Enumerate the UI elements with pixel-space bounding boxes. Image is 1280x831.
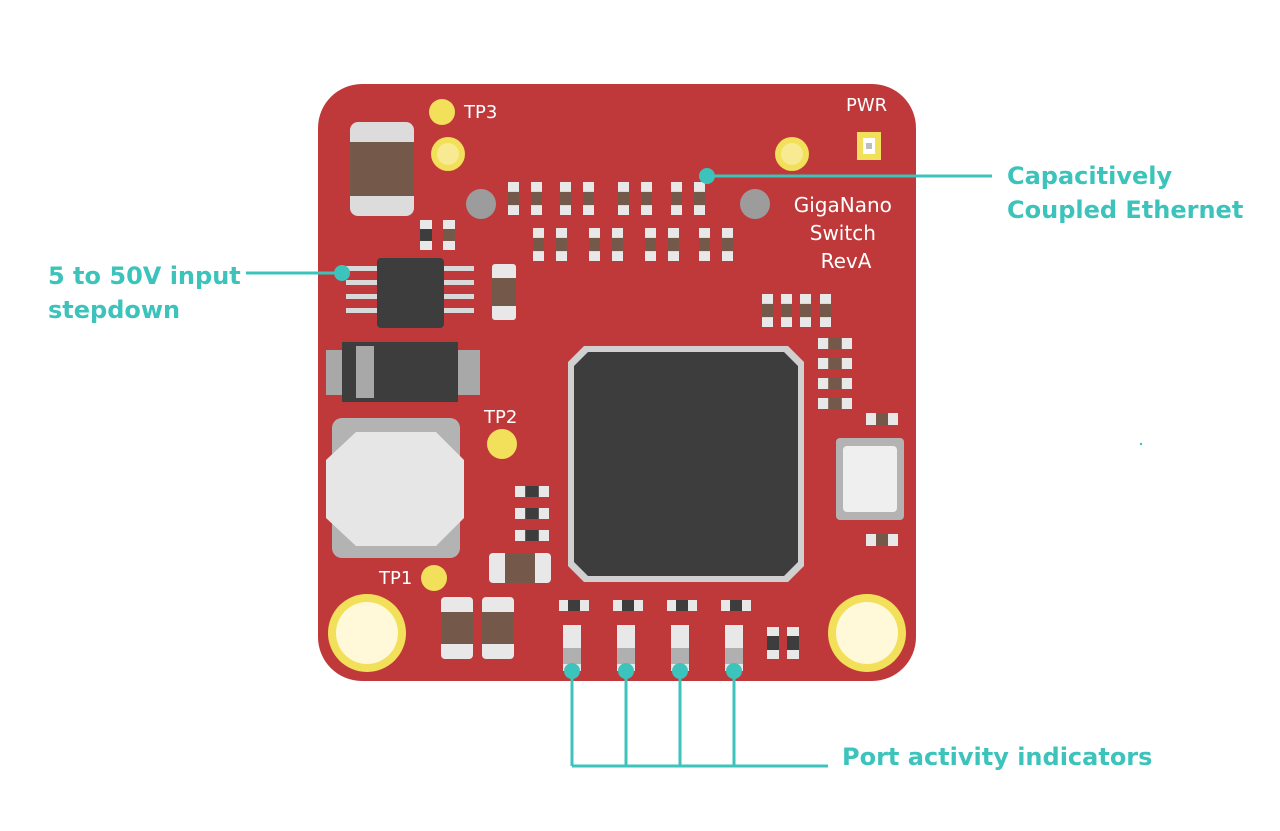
callout-port-activity: Port activity indicators [842, 740, 1152, 774]
capacitor-mid [489, 553, 551, 583]
callout-stepdown: 5 to 50V input stepdown [48, 259, 241, 327]
resistor-array-top-right [762, 294, 831, 327]
capacitor-bottom-1 [441, 597, 473, 659]
pwr-label: PWR [846, 95, 887, 116]
tp1-label: TP1 [378, 568, 412, 589]
callout-stepdown-line [246, 265, 350, 281]
crystal [836, 413, 904, 546]
callout-stepdown-line-2: stepdown [48, 296, 181, 324]
board-name: GigaNano Switch RevA [794, 193, 899, 273]
callout-stepdown-line-1: 5 to 50V input [48, 262, 241, 290]
callout-ethernet: Capacitively Coupled Ethernet [1007, 159, 1243, 227]
mounting-hole-left [328, 594, 406, 672]
callout-ethernet-line-2: Coupled Ethernet [1007, 196, 1244, 224]
mounting-hole-right [828, 594, 906, 672]
tp2-label: TP2 [483, 407, 517, 428]
tp3-pad [429, 99, 455, 125]
ethernet-capacitors-row-2 [533, 228, 733, 261]
callout-ethernet-line-1: Capacitively [1007, 162, 1173, 190]
regulator-resistors [420, 220, 455, 250]
bulk-capacitor-top [350, 122, 414, 216]
ethernet-capacitors-row-1 [508, 182, 705, 215]
tp3-label: TP3 [463, 102, 497, 123]
callout-ethernet-line [699, 168, 992, 184]
callout-port-lines [564, 663, 828, 768]
tp1-pad [421, 565, 447, 591]
port-activity-leds [559, 600, 751, 671]
board-name-line-3: RevA [821, 249, 872, 273]
switch-chip [568, 346, 804, 582]
board-name-line-1: GigaNano [794, 193, 892, 217]
via-right [740, 189, 770, 219]
resistor-stack-right [818, 338, 852, 409]
resistor-stack-left [515, 486, 549, 541]
tp2-pad [487, 429, 517, 459]
resistors-bottom-right [767, 627, 799, 659]
capacitor-bottom-2 [482, 597, 514, 659]
stepdown-regulator-ic [346, 258, 474, 328]
power-led [857, 132, 881, 160]
regulator-capacitor [492, 264, 516, 320]
board-name-line-2: Switch [810, 221, 876, 245]
callout-port-activity-text: Port activity indicators [842, 743, 1153, 771]
power-inductor [326, 418, 464, 558]
schottky-diode [326, 342, 480, 402]
via-left [466, 189, 496, 219]
